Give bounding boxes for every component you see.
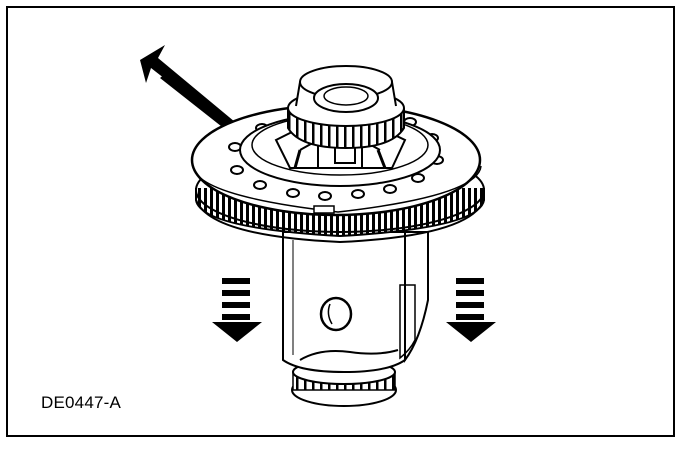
down-arrow-right: [446, 278, 496, 342]
figure-code: DE0447-A: [41, 393, 122, 412]
down-arrow-left: [212, 278, 262, 342]
case-body: [282, 231, 429, 374]
cross-shaft-hole: [319, 296, 353, 332]
figure-frame: [6, 6, 675, 437]
pointer-arrow: [140, 45, 235, 130]
upper-bearing: [287, 65, 405, 150]
